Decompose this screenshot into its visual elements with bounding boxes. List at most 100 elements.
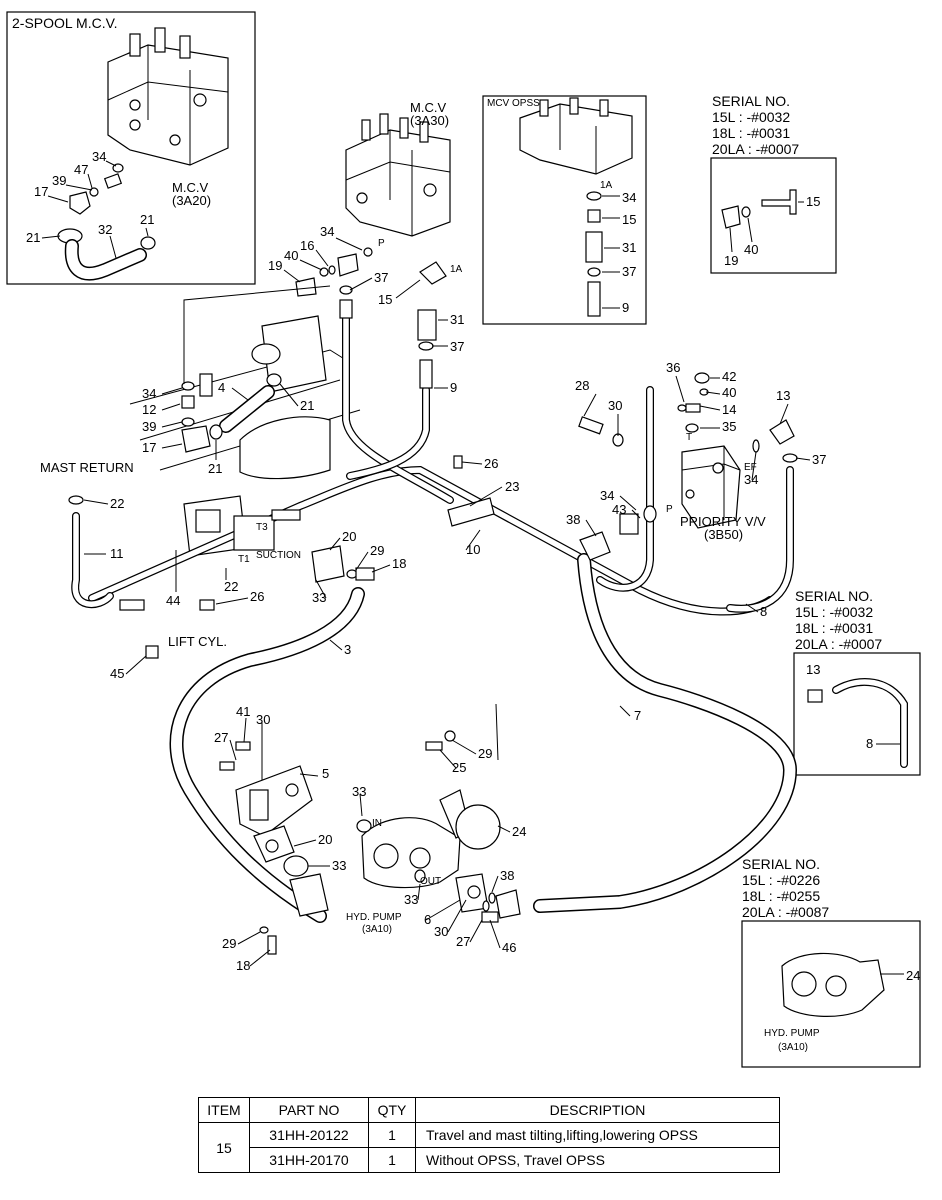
svg-text:21: 21 bbox=[208, 461, 222, 476]
line-fittings bbox=[68, 299, 798, 659]
svg-text:35: 35 bbox=[722, 419, 736, 434]
svg-text:44: 44 bbox=[166, 593, 180, 608]
cell-item: 15 bbox=[198, 1122, 250, 1173]
svg-text:47: 47 bbox=[74, 162, 88, 177]
priority-valve: EF T P PRIORITY V/V (3B50) bbox=[666, 372, 766, 542]
svg-text:20LA : -#0087: 20LA : -#0087 bbox=[742, 904, 829, 920]
svg-text:M.C.V: M.C.V bbox=[410, 100, 446, 115]
inset-mcv-opss: MCV OPSS 1A 34 15 31 37 9 bbox=[482, 95, 647, 325]
svg-text:P: P bbox=[378, 238, 385, 249]
svg-text:IN: IN bbox=[372, 818, 382, 829]
svg-text:18L : -#0031: 18L : -#0031 bbox=[712, 125, 790, 141]
svg-text:P: P bbox=[666, 504, 673, 515]
svg-text:25: 25 bbox=[452, 760, 466, 775]
svg-text:20LA : -#0007: 20LA : -#0007 bbox=[795, 636, 882, 652]
svg-text:15L : -#0226: 15L : -#0226 bbox=[742, 872, 820, 888]
inset-spool-title: 2-SPOOL M.C.V. bbox=[12, 15, 118, 31]
svg-text:20: 20 bbox=[342, 529, 356, 544]
svg-text:HYD. PUMP: HYD. PUMP bbox=[764, 1028, 820, 1039]
svg-text:11: 11 bbox=[110, 546, 124, 561]
svg-text:8: 8 bbox=[866, 736, 873, 751]
svg-text:37: 37 bbox=[622, 264, 636, 279]
svg-text:(3A10): (3A10) bbox=[778, 1042, 808, 1053]
svg-text:15: 15 bbox=[378, 292, 392, 307]
svg-text:19: 19 bbox=[724, 253, 738, 268]
inset-spool-mcv-label: M.C.V bbox=[172, 180, 208, 195]
svg-text:21: 21 bbox=[300, 398, 314, 413]
svg-text:33: 33 bbox=[404, 892, 418, 907]
svg-text:14: 14 bbox=[722, 402, 736, 417]
svg-text:28: 28 bbox=[575, 378, 589, 393]
svg-text:33: 33 bbox=[312, 590, 326, 605]
main-mcv: M.C.V (3A30) P 1A bbox=[345, 100, 463, 275]
svg-text:8: 8 bbox=[760, 604, 767, 619]
svg-text:16: 16 bbox=[300, 238, 314, 253]
svg-text:46: 46 bbox=[502, 940, 516, 955]
col-header-description: DESCRIPTION bbox=[415, 1097, 780, 1123]
svg-text:1A: 1A bbox=[600, 180, 613, 191]
cell-qty: 1 bbox=[368, 1147, 416, 1173]
svg-text:34: 34 bbox=[744, 472, 758, 487]
svg-text:18: 18 bbox=[392, 556, 406, 571]
inset-serial-b: SERIAL NO. 15L : -#0032 18L : -#0031 20L… bbox=[793, 588, 921, 776]
svg-text:24: 24 bbox=[512, 824, 526, 839]
svg-text:EF: EF bbox=[744, 462, 757, 473]
svg-text:SERIAL NO.: SERIAL NO. bbox=[742, 856, 820, 872]
inset-serial-a: SERIAL NO. 15L : -#0032 18L : -#0031 20L… bbox=[710, 93, 837, 274]
svg-text:39: 39 bbox=[52, 173, 66, 188]
table-row: 15 31HH-20122 1 Travel and mast tilting,… bbox=[198, 1122, 780, 1173]
svg-text:29: 29 bbox=[478, 746, 492, 761]
cell-part-no: 31HH-20170 bbox=[249, 1147, 369, 1173]
parts-table-header-row: ITEM PART NO QTY DESCRIPTION bbox=[198, 1097, 780, 1123]
svg-text:17: 17 bbox=[142, 440, 156, 455]
mast-return-label: MAST RETURN bbox=[40, 460, 134, 475]
svg-text:26: 26 bbox=[484, 456, 498, 471]
table-row: 31HH-20170 1 Without OPSS, Travel OPSS bbox=[199, 1147, 780, 1173]
svg-text:39: 39 bbox=[142, 419, 156, 434]
svg-text:29: 29 bbox=[370, 543, 384, 558]
svg-text:22: 22 bbox=[110, 496, 124, 511]
main-text-labels: MAST RETURN LIFT CYL. SUCTION T3 T1 bbox=[40, 460, 301, 649]
svg-text:1A: 1A bbox=[450, 264, 463, 275]
svg-text:22: 22 bbox=[224, 579, 238, 594]
svg-text:40: 40 bbox=[744, 242, 758, 257]
svg-text:3: 3 bbox=[344, 642, 351, 657]
svg-text:9: 9 bbox=[450, 380, 457, 395]
svg-text:7: 7 bbox=[634, 708, 641, 723]
svg-text:T1: T1 bbox=[238, 554, 250, 565]
svg-text:20: 20 bbox=[318, 832, 332, 847]
svg-text:37: 37 bbox=[374, 270, 388, 285]
svg-text:31: 31 bbox=[622, 240, 636, 255]
svg-text:30: 30 bbox=[434, 924, 448, 939]
svg-text:42: 42 bbox=[722, 369, 736, 384]
svg-text:17: 17 bbox=[34, 184, 48, 199]
svg-text:15: 15 bbox=[622, 212, 636, 227]
svg-text:24: 24 bbox=[906, 968, 920, 983]
svg-text:37: 37 bbox=[450, 339, 464, 354]
hose-routes bbox=[71, 312, 798, 923]
inset-spool-mcv-code: (3A20) bbox=[172, 193, 211, 208]
item-callouts: 31 37 9 34 12 39 17 4 21 21 22 11 44 22 … bbox=[110, 312, 826, 973]
svg-text:34: 34 bbox=[622, 190, 636, 205]
svg-text:38: 38 bbox=[566, 512, 580, 527]
svg-text:4: 4 bbox=[218, 380, 225, 395]
svg-text:SUCTION: SUCTION bbox=[256, 550, 301, 561]
svg-text:PRIORITY V/V: PRIORITY V/V bbox=[680, 514, 766, 529]
svg-text:21: 21 bbox=[26, 230, 40, 245]
cell-description: Without OPSS, Travel OPSS bbox=[415, 1147, 780, 1173]
svg-text:10: 10 bbox=[466, 542, 480, 557]
svg-text:13: 13 bbox=[806, 662, 820, 677]
svg-text:37: 37 bbox=[812, 452, 826, 467]
svg-text:40: 40 bbox=[722, 385, 736, 400]
svg-text:12: 12 bbox=[142, 402, 156, 417]
svg-text:5: 5 bbox=[322, 766, 329, 781]
inset-opss-title: MCV OPSS bbox=[487, 98, 540, 109]
svg-text:13: 13 bbox=[776, 388, 790, 403]
svg-text:(3A10): (3A10) bbox=[362, 924, 392, 935]
inset-2-spool-mcv: 2-SPOOL M.C.V. M.C.V (3A20) 34 47 39 17 … bbox=[6, 11, 256, 285]
svg-text:27: 27 bbox=[456, 934, 470, 949]
cell-qty: 1 bbox=[368, 1122, 416, 1148]
svg-text:SERIAL NO.: SERIAL NO. bbox=[712, 93, 790, 109]
svg-text:9: 9 bbox=[622, 300, 629, 315]
svg-text:26: 26 bbox=[250, 589, 264, 604]
